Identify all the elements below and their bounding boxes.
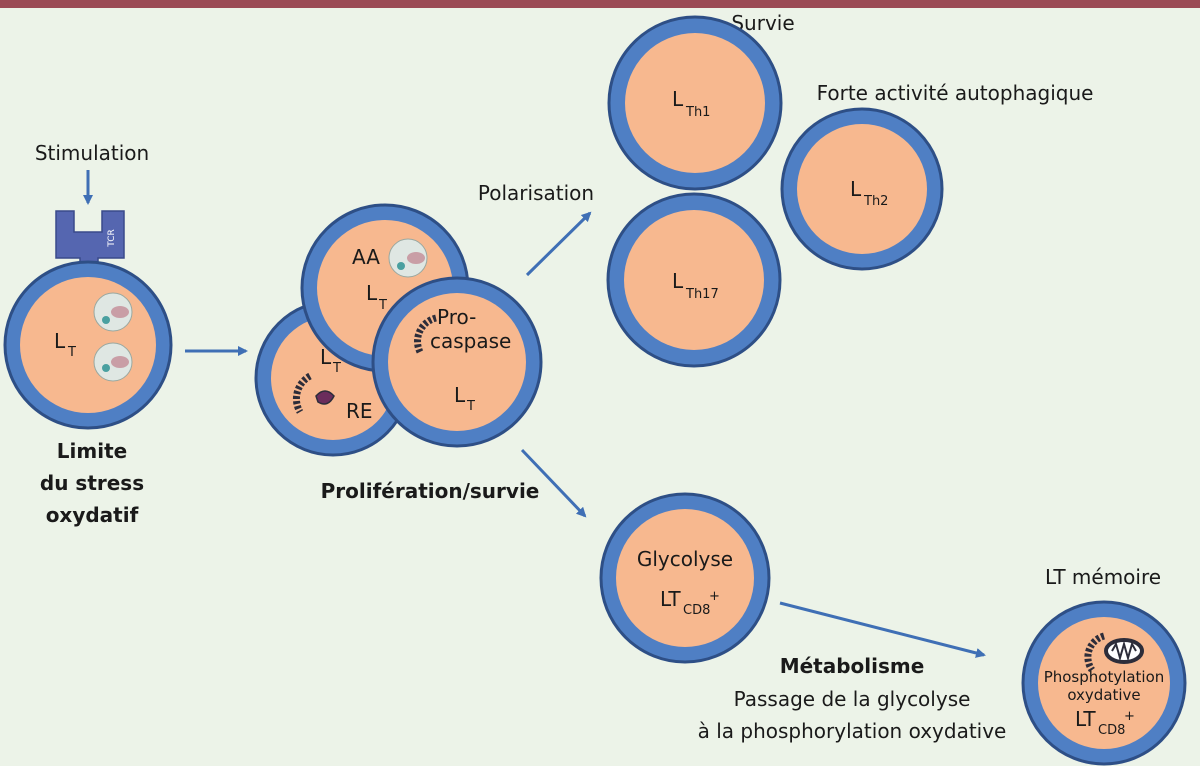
stress-label-line1: Limite (57, 439, 127, 463)
th2-cell: L Th2 (780, 107, 944, 271)
cd8-label: LT (660, 587, 681, 611)
memory-reticulum-icon (1084, 632, 1106, 673)
tcr-label: TCR (107, 229, 117, 248)
phos-line2: oxydative (1067, 686, 1140, 704)
cluster-left-sub: T (332, 361, 341, 376)
proliferation-label: Prolifération/survie (321, 479, 540, 503)
naive-cell-sub: T (67, 345, 76, 360)
glycolyse-label: Glycolyse (637, 547, 733, 571)
re-label: RE (346, 399, 373, 423)
arrow-to-memory (779, 601, 986, 658)
cluster-top-sub: T (378, 298, 387, 313)
mitochondria-icon (93, 292, 133, 382)
arrow-to-cd8 (520, 448, 587, 518)
passage-line2: à la phosphorylation oxydative (698, 719, 1007, 743)
procaspase-line2: caspase (430, 329, 511, 353)
stress-label-line2: du stress (40, 471, 144, 495)
cluster-right-label: L (454, 383, 466, 407)
stimulation-label: Stimulation (35, 141, 149, 165)
th17-label: L (672, 269, 684, 293)
autophagie-label: Forte activité autophagique (817, 81, 1094, 105)
passage-line1: Passage de la glycolyse (734, 687, 971, 711)
metabolisme-label: Métabolisme (780, 654, 925, 678)
memoire-label: LT mémoire (1045, 565, 1161, 589)
reticulum-icon (292, 372, 312, 414)
th17-cell: L Th17 (606, 192, 782, 368)
th1-sub: Th1 (685, 105, 710, 120)
cluster-top-label: L (366, 281, 378, 305)
arrow-to-polarisation (525, 211, 592, 277)
stress-granule-icon (315, 390, 335, 405)
cd8-sup: + (709, 589, 720, 604)
cluster-right-sub: T (466, 399, 475, 414)
th17-sub: Th17 (685, 287, 719, 302)
procaspase-reticulum-icon (414, 314, 438, 354)
top-border-bar (0, 0, 1200, 8)
cd8-sub: CD8 (683, 603, 710, 618)
naive-cell-label: L (54, 329, 66, 353)
cluster-cell-right: Pro- caspase L T (371, 276, 543, 448)
memory-cd8-sup: + (1124, 709, 1135, 724)
memory-cell: Phosphotylation oxydative LT CD8 + (1021, 600, 1187, 766)
naive-t-cell: L T (3, 260, 173, 430)
tcr-receptor: TCR (55, 210, 125, 273)
th1-label: L (672, 87, 684, 111)
stress-label-line3: oxydatif (46, 503, 139, 527)
memory-cd8-label: LT (1075, 707, 1096, 731)
memory-cd8-sub: CD8 (1098, 723, 1125, 738)
autophagosome-icon (388, 238, 428, 278)
th2-label: L (850, 177, 862, 201)
th1-cell: L Th1 (607, 15, 783, 191)
th2-sub: Th2 (863, 194, 888, 209)
polarisation-label: Polarisation (478, 181, 594, 205)
cd8-cell: Glycolyse LT CD8 + (599, 492, 771, 664)
phos-line1: Phosphotylation (1044, 668, 1165, 686)
procaspase-line1: Pro- (437, 305, 476, 329)
aa-label: AA (352, 245, 380, 269)
mitochondrion-icon (1104, 638, 1144, 664)
